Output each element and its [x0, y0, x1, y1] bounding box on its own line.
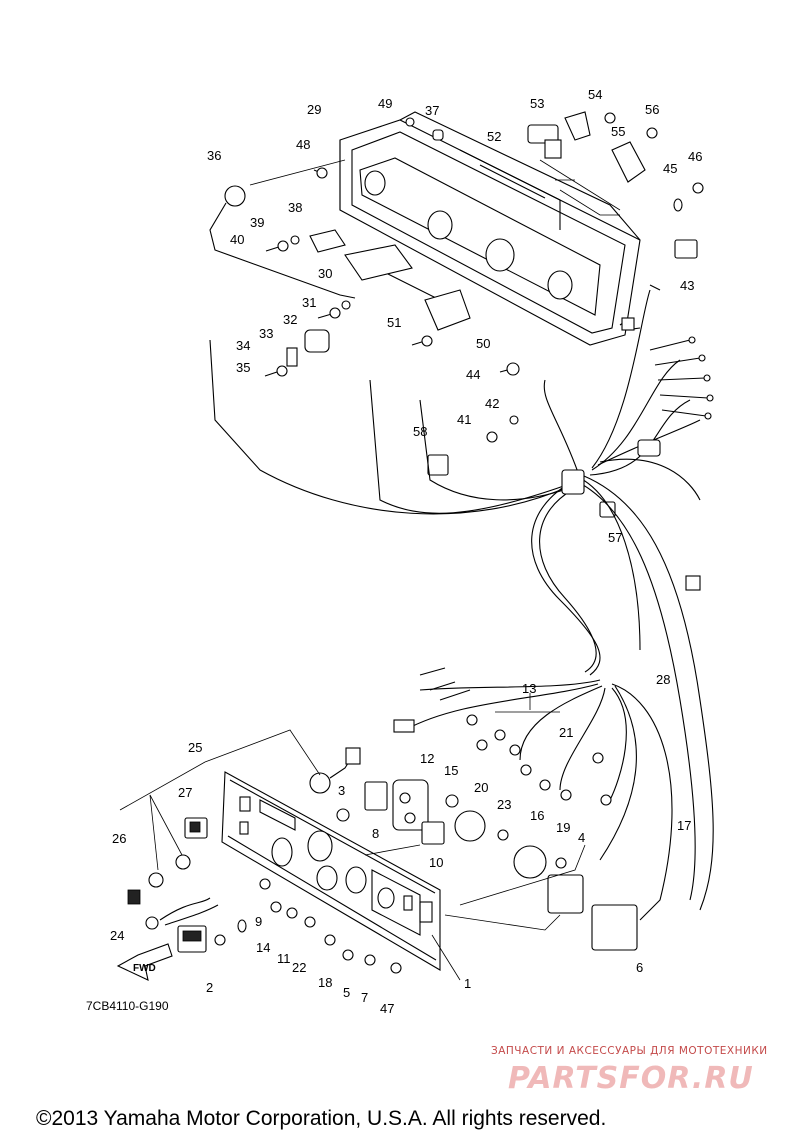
fwd-label: FWD [133, 963, 156, 974]
callout-44: 44 [466, 367, 480, 382]
callout-49: 49 [378, 96, 392, 111]
callout-2: 2 [206, 980, 213, 995]
panel-components [119, 729, 638, 981]
callout-35: 35 [236, 360, 250, 375]
callout-18: 18 [318, 975, 332, 990]
callout-39: 39 [250, 215, 264, 230]
callout-3: 3 [338, 783, 345, 798]
callout-55: 55 [611, 124, 625, 139]
callout-37: 37 [425, 103, 439, 118]
callout-5: 5 [343, 985, 350, 1000]
callout-1: 1 [464, 976, 471, 991]
callout-6: 6 [636, 960, 643, 975]
front-panel [221, 771, 441, 971]
callout-16: 16 [530, 808, 544, 823]
callout-9: 9 [255, 914, 262, 929]
callout-50: 50 [476, 336, 490, 351]
callout-58: 58 [413, 424, 427, 439]
callout-32: 32 [283, 312, 297, 327]
callout-45: 45 [663, 161, 677, 176]
callout-31: 31 [302, 295, 316, 310]
callout-51: 51 [387, 315, 401, 330]
fwd-arrow: FWD [116, 943, 173, 981]
callout-17: 17 [677, 818, 691, 833]
callout-26: 26 [112, 831, 126, 846]
callout-52: 52 [487, 129, 501, 144]
callout-33: 33 [259, 326, 273, 341]
callout-53: 53 [530, 96, 544, 111]
callout-24: 24 [110, 928, 124, 943]
callout-47: 47 [380, 1001, 394, 1016]
callout-14: 14 [256, 940, 270, 955]
callout-12: 12 [420, 751, 434, 766]
watermark-logo: PARTSFOR.RU [508, 1061, 754, 1096]
figure-code: 7CB4110-G190 [86, 999, 169, 1013]
callout-40: 40 [230, 232, 244, 247]
callout-8: 8 [372, 826, 379, 841]
callout-29: 29 [307, 102, 321, 117]
copyright-notice: ©2013 Yamaha Motor Corporation, U.S.A. A… [36, 1107, 606, 1130]
callout-23: 23 [497, 797, 511, 812]
callout-25: 25 [188, 740, 202, 755]
callout-19: 19 [556, 820, 570, 835]
callout-42: 42 [485, 396, 499, 411]
frame-fasteners [209, 111, 704, 518]
callout-57: 57 [608, 530, 622, 545]
callout-30: 30 [318, 266, 332, 281]
callout-4: 4 [578, 830, 585, 845]
callout-7: 7 [361, 990, 368, 1005]
callout-21: 21 [559, 725, 573, 740]
callout-48: 48 [296, 137, 310, 152]
callout-41: 41 [457, 412, 471, 427]
callout-15: 15 [444, 763, 458, 778]
wire-harness [209, 284, 714, 921]
callout-27: 27 [178, 785, 192, 800]
callout-34: 34 [236, 338, 250, 353]
callout-43: 43 [680, 278, 694, 293]
callout-labels: 1 2 3 4 5 6 7 8 9 10 11 12 13 14 15 16 1… [110, 87, 702, 1016]
callout-46: 46 [688, 149, 702, 164]
watermark-tagline: ЗАПЧАСТИ И АКСЕССУАРЫ ДЛЯ МОТОТЕХНИКИ [491, 1045, 768, 1057]
callout-10: 10 [429, 855, 443, 870]
callout-38: 38 [288, 200, 302, 215]
callout-28: 28 [656, 672, 670, 687]
callout-13: 13 [522, 681, 536, 696]
callout-56: 56 [645, 102, 659, 117]
callout-22: 22 [292, 960, 306, 975]
callout-20: 20 [474, 780, 488, 795]
callout-36: 36 [207, 148, 221, 163]
watermark: ЗАПЧАСТИ И АКСЕССУАРЫ ДЛЯ МОТОТЕХНИКИ PA… [491, 1045, 768, 1096]
callout-54: 54 [588, 87, 602, 102]
callout-11: 11 [277, 951, 291, 966]
control-box-frame [249, 111, 641, 346]
